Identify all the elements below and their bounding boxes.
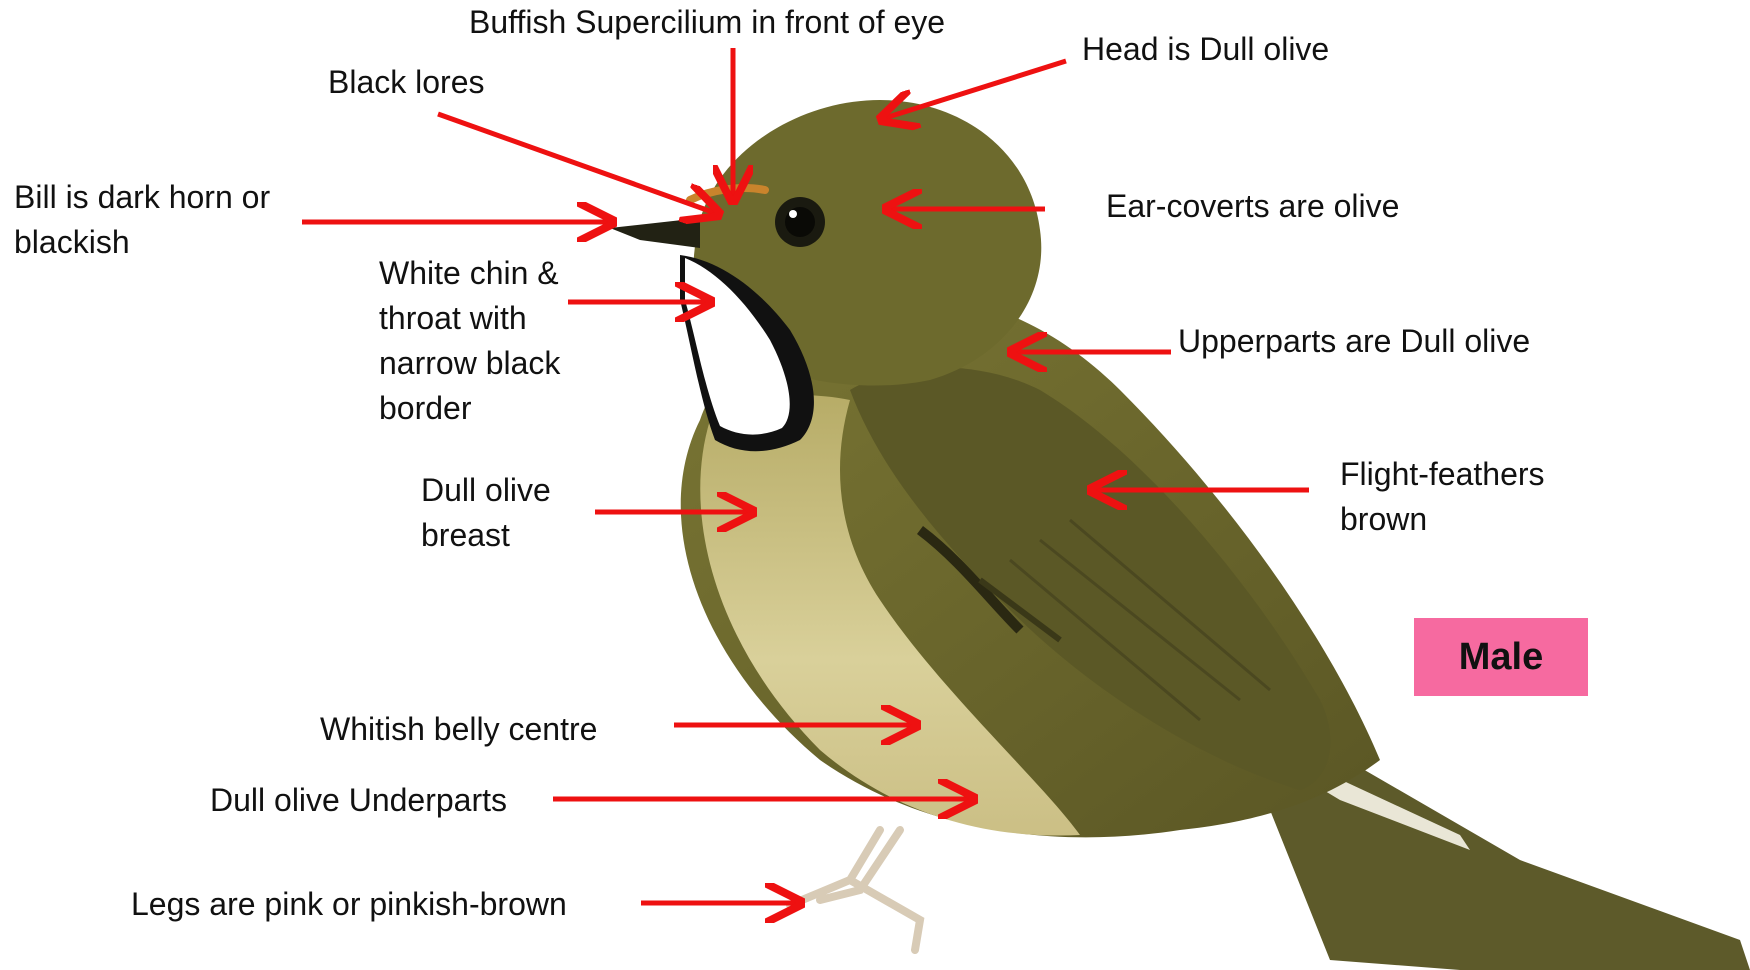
arrow-lores [438, 114, 718, 214]
label-chin-throat: White chin & throat with narrow black bo… [379, 251, 560, 431]
label-upperparts: Upperparts are Dull olive [1178, 319, 1530, 364]
label-flight-feathers: Flight-feathers brown [1340, 452, 1545, 542]
label-ear-coverts: Ear-coverts are olive [1106, 184, 1399, 229]
label-bill: Bill is dark horn or blackish [14, 175, 270, 265]
label-belly: Whitish belly centre [320, 707, 597, 752]
male-badge: Male [1414, 618, 1588, 696]
label-lores: Black lores [328, 60, 485, 105]
arrow-head [882, 61, 1066, 119]
label-legs: Legs are pink or pinkish-brown [131, 882, 567, 927]
label-supercilium: Buffish Supercilium in front of eye [469, 0, 945, 45]
bird-bill [610, 218, 700, 248]
label-underparts: Dull olive Underparts [210, 778, 507, 823]
label-head: Head is Dull olive [1082, 27, 1329, 72]
bird-legs [790, 830, 920, 950]
label-breast: Dull olive breast [421, 468, 551, 558]
